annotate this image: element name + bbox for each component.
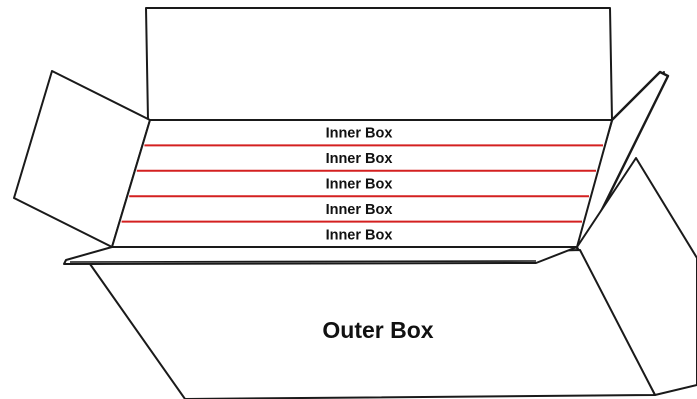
- inner-box-dividers: [121, 144, 603, 223]
- inner-box-label: Inner Box: [326, 227, 393, 243]
- front-rim-line: [69, 260, 537, 263]
- outer-box-label: Outer Box: [322, 317, 433, 343]
- front-rim: [63, 246, 578, 265]
- inner-box-label: Inner Box: [326, 177, 393, 193]
- back-flap: [145, 7, 613, 121]
- inner-box-label: Inner Box: [326, 151, 393, 167]
- inner-box-label: Inner Box: [326, 126, 393, 142]
- inner-box-label: Inner Box: [326, 202, 393, 218]
